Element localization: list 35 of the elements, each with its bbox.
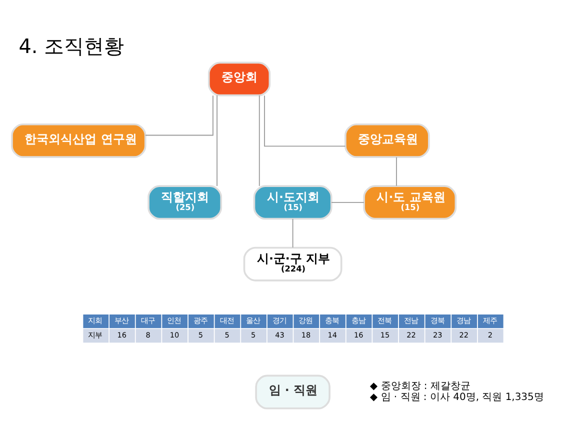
label: 18	[301, 330, 311, 340]
label: 23	[432, 330, 442, 340]
label: 5	[198, 330, 204, 340]
label: 제주	[482, 316, 497, 325]
label: 강원	[298, 316, 313, 325]
label: 16	[117, 330, 126, 340]
label: 전남	[404, 316, 418, 325]
label: 22	[459, 330, 469, 340]
label: 5	[251, 330, 256, 340]
node-label: ◆ 중앙회장 : 제갈창균	[370, 381, 470, 392]
label: 경북	[430, 316, 444, 325]
label: 지회	[88, 316, 102, 325]
label: 전북	[378, 316, 392, 325]
label: 14	[328, 330, 337, 340]
label: 지부	[88, 330, 102, 340]
node-label: ◆ 임 · 직원 : 이사 40명, 직원 1,335명	[370, 392, 544, 404]
label: 경기	[272, 316, 286, 325]
label: 대전	[220, 316, 234, 325]
label: 2	[488, 330, 493, 340]
label: 광주	[193, 316, 208, 325]
label: 인천	[167, 316, 182, 325]
label: 43	[275, 330, 284, 340]
label: 10	[170, 330, 180, 340]
label: 15	[380, 330, 390, 340]
diagram-title: 4. 조직현황	[18, 34, 124, 58]
label: 충북	[325, 316, 340, 325]
label: 대구	[140, 316, 155, 325]
label: 22	[406, 330, 416, 340]
label: 부산	[114, 316, 129, 325]
label: 8	[146, 330, 150, 340]
label: 경남	[456, 316, 471, 325]
label: 울산	[246, 316, 260, 325]
label: 5	[224, 330, 230, 340]
label: 충남	[351, 316, 366, 325]
label: 16	[354, 330, 364, 340]
